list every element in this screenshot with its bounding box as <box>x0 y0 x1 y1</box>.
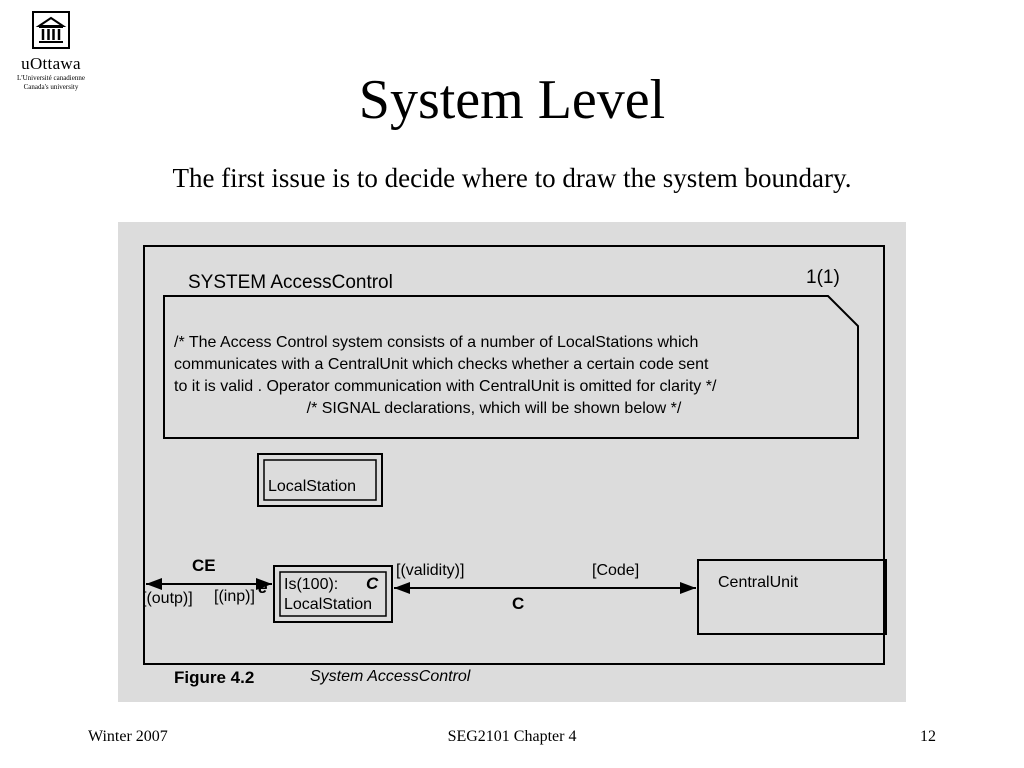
logo-name: uOttawa <box>21 54 81 73</box>
block-local-station-set-outer <box>273 565 393 623</box>
footer-term: Winter 2007 <box>88 728 168 745</box>
block-central-unit-label: CentralUnit <box>718 574 799 591</box>
block-local-station-label: LocalStation <box>268 478 357 495</box>
channel-ce-label: CE <box>192 556 216 575</box>
logo-tagline-en: Canada's university <box>23 83 79 91</box>
university-building-icon <box>32 11 70 49</box>
channel-c-label: C <box>512 594 525 613</box>
uottawa-logo: uOttawa L'Université canadienne Canada's… <box>10 10 92 92</box>
block-central-unit <box>697 559 887 635</box>
diagram-comment: /* The Access Control system consists of… <box>174 332 814 420</box>
slide-number: 12 <box>920 728 936 745</box>
block-local-station-outer <box>257 453 383 507</box>
comment-line: to it is valid . Operator communication … <box>174 378 717 395</box>
instance-c-label: C <box>366 574 379 593</box>
slide-subtitle: The first issue is to decide where to dr… <box>172 163 852 193</box>
figure-number: Figure 4.2 <box>174 668 255 687</box>
gate-e-label: e <box>258 578 268 597</box>
slide-title: System Level <box>358 69 666 131</box>
page-number: 1(1) <box>806 267 840 288</box>
system-header: SYSTEM AccessControl <box>188 272 393 293</box>
comment-line: communicates with a CentralUnit which ch… <box>174 356 709 373</box>
logo-tagline-fr: L'Université canadienne <box>17 74 85 82</box>
signal-outp-label: [(outp)] <box>142 590 193 607</box>
signal-inp-label: [(inp)] <box>214 588 255 605</box>
sdl-system-diagram: SYSTEM AccessControl 1(1) /* The Access … <box>118 222 906 702</box>
figure-caption: System AccessControl <box>310 668 471 685</box>
instance-set-label: Is(100): <box>284 576 339 593</box>
system-frame <box>143 245 885 665</box>
signal-validity-label: [(validity)] <box>396 562 465 579</box>
comment-line: /* SIGNAL declarations, which will be sh… <box>306 400 682 417</box>
diagram-drawing <box>143 245 887 665</box>
instance-type-label: LocalStation <box>284 596 373 613</box>
signal-code-label: [Code] <box>592 562 640 579</box>
footer-course: SEG2101 Chapter 4 <box>447 728 577 745</box>
comment-line: /* The Access Control system consists of… <box>174 334 699 351</box>
